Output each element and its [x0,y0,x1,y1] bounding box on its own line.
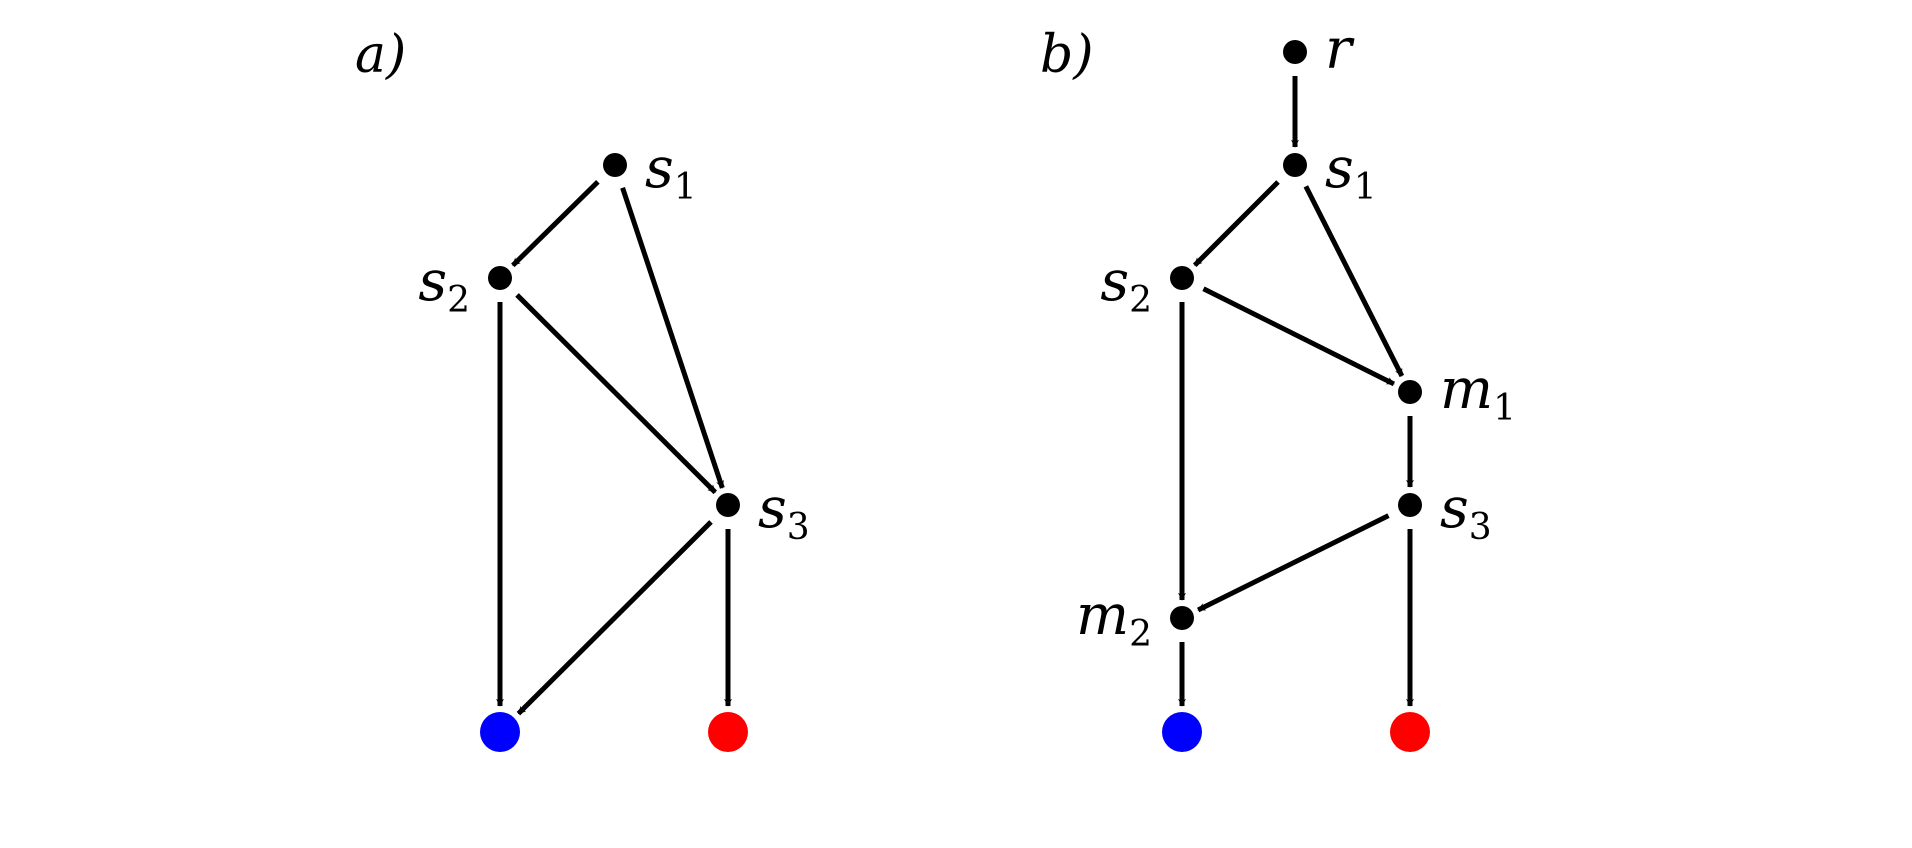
label-b-s1-base: s [1325,136,1354,201]
label-b-s2-base: s [1100,249,1129,314]
edge-b-s1-s2 [1192,180,1280,268]
label-a-s3-sub: 3 [787,507,810,548]
label-a-s2-sub: 2 [447,280,470,321]
node-b-red [1390,712,1430,752]
edge-a-s1-s2 [511,180,600,268]
label-a-s3-base: s [758,476,787,541]
node-a-s3 [716,493,740,517]
label-b-s3-base: s [1440,476,1469,541]
edge-a-s1-s3 [620,186,725,489]
label-b-m2-sub: 2 [1129,614,1152,655]
label-b-m2: m2 [1076,583,1152,655]
node-b-r [1283,40,1307,64]
label-b-s1-sub: 1 [1354,167,1377,208]
label-b-s2-sub: 2 [1129,280,1152,321]
label-b-m1-sub: 1 [1493,388,1516,429]
label-b-s3-sub: 3 [1469,507,1492,548]
edge-b-s2-m1 [1202,286,1396,387]
node-a-red [708,712,748,752]
label-a-s3: s3 [758,476,810,548]
edges-layer [496,76,1414,716]
panel-a-label: a) [355,25,406,85]
node-b-s1 [1283,153,1307,177]
node-b-m2 [1170,606,1194,630]
panel-b-label: b) [1040,25,1094,85]
label-a-s2: s2 [418,249,470,321]
node-b-blue [1162,712,1202,752]
label-b-m1-base: m [1440,357,1493,422]
label-b-r-base: r [1325,17,1355,82]
label-a-s2-base: s [418,249,447,314]
label-a-s1-sub: 1 [674,167,697,208]
label-b-r: r [1325,17,1355,82]
node-b-s3 [1398,493,1422,517]
node-b-m1 [1398,380,1422,404]
node-a-blue [480,712,520,752]
label-b-m1: m1 [1440,357,1516,429]
label-b-s1: s1 [1325,136,1377,208]
nodes-layer [480,40,1430,752]
label-b-s3: s3 [1440,476,1492,548]
label-a-s1: s1 [645,136,697,208]
node-a-s1 [603,153,627,177]
edge-b-s1-m1 [1303,185,1405,378]
label-b-m2-base: m [1076,583,1129,648]
node-b-s2 [1170,266,1194,290]
node-a-s2 [488,266,512,290]
label-a-s1-base: s [645,136,674,201]
edge-b-s3-m2 [1197,513,1390,613]
edge-a-s3-blue [516,520,713,716]
edge-a-s2-s3 [515,293,718,495]
label-b-s2: s2 [1100,249,1152,321]
